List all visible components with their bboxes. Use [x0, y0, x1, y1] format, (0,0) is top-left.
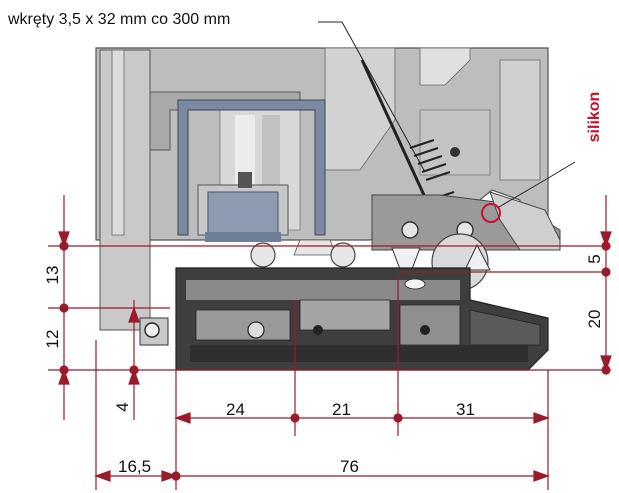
sealant-label: silikon [586, 91, 603, 143]
hardware-region [250, 191, 561, 291]
screw-note: wkręty 3,5 x 32 mm co 300 mm [8, 11, 231, 28]
steel-reinforcement [177, 99, 326, 236]
dim-label-13: 13 [43, 265, 62, 285]
dim-label-16-5: 16,5 [118, 457, 152, 476]
screw-leader-line [318, 21, 426, 173]
dim-label-24: 24 [226, 400, 245, 419]
lower-frame-profile [139, 267, 549, 371]
glazing-insert [197, 172, 289, 242]
dim-label-31: 31 [456, 400, 475, 419]
dim-label-76: 76 [340, 457, 359, 476]
dim-label-4: 4 [113, 402, 132, 412]
dim-label-5: 5 [585, 254, 604, 264]
sealant-marker [481, 161, 576, 223]
dim-label-21: 21 [332, 400, 351, 419]
dimension-lines [48, 195, 612, 490]
dim-label-20: 20 [585, 309, 604, 329]
dim-label-12: 12 [43, 329, 62, 349]
